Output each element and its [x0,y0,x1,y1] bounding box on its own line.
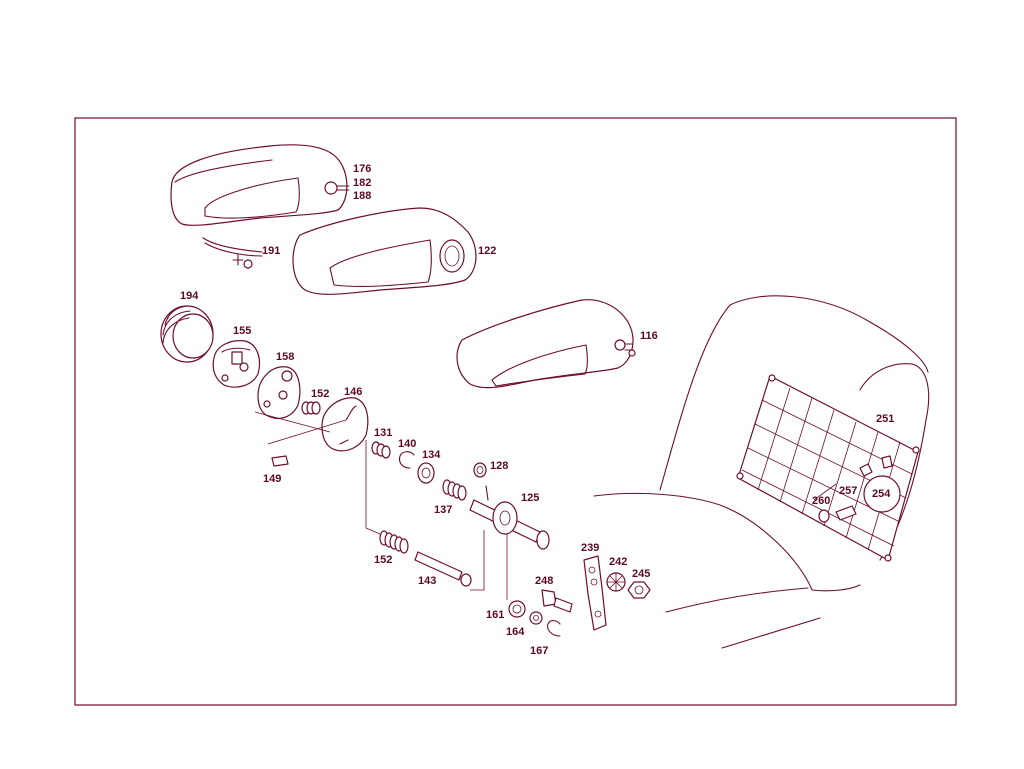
bracket-239 [583,555,607,631]
pin-143 [414,530,485,591]
shaft-125 [469,485,550,550]
label-125: 125 [521,492,539,504]
label-245: 245 [632,568,650,580]
label-167: 167 [530,645,548,657]
washer-164 [529,611,543,625]
net-fasteners [813,455,901,523]
plate-146 [254,397,369,452]
label-152-upper: 152 [311,388,329,400]
hinge-pin [202,237,263,269]
label-134: 134 [422,449,441,461]
label-161: 161 [486,609,504,621]
bracket-155 [212,340,261,388]
label-140: 140 [398,438,416,450]
label-251: 251 [876,413,894,425]
nut-245 [627,581,651,599]
label-116: 116 [640,330,658,342]
label-155: 155 [233,325,251,337]
label-194: 194 [180,290,199,302]
label-122: 122 [478,245,496,257]
label-137: 137 [434,504,452,516]
label-239: 239 [581,542,599,554]
spring-131 [371,441,391,459]
label-191: 191 [262,245,280,257]
label-176: 176 [353,163,371,175]
label-152-lower: 152 [374,554,392,566]
armrest-lower [456,299,636,389]
bushing-128 [473,462,487,478]
label-257: 257 [839,485,857,497]
label-158: 158 [276,351,294,363]
part-number-labels: 176 182 188 191 122 116 194 155 158 152 … [180,163,894,657]
spring-137 [442,479,467,501]
sleeve-134 [417,462,435,484]
armrest-middle [292,207,477,295]
label-164: 164 [506,626,525,638]
spring-152-upper [301,401,321,415]
label-143: 143 [418,575,436,587]
label-149: 149 [263,473,281,485]
nut-161 [506,534,526,618]
star-washer-242 [606,572,626,592]
spring-152-lower [365,440,409,554]
storage-net [736,374,920,562]
disc-158 [257,366,301,419]
seat-backrest [593,295,930,649]
circlip-167 [547,620,561,637]
circlip-140 [398,451,415,469]
label-248: 248 [535,575,553,587]
label-242: 242 [609,556,627,568]
armrest-cover-upper [170,144,350,226]
ring-194 [160,305,214,363]
diagram-frame [74,117,957,706]
label-131: 131 [374,427,392,439]
bolt-248 [541,589,573,613]
label-260: 260 [812,495,830,507]
label-128: 128 [490,460,508,472]
label-182: 182 [353,177,371,189]
clip-149 [271,455,289,467]
label-188: 188 [353,190,371,202]
label-254: 254 [872,488,891,500]
label-146: 146 [344,386,362,398]
